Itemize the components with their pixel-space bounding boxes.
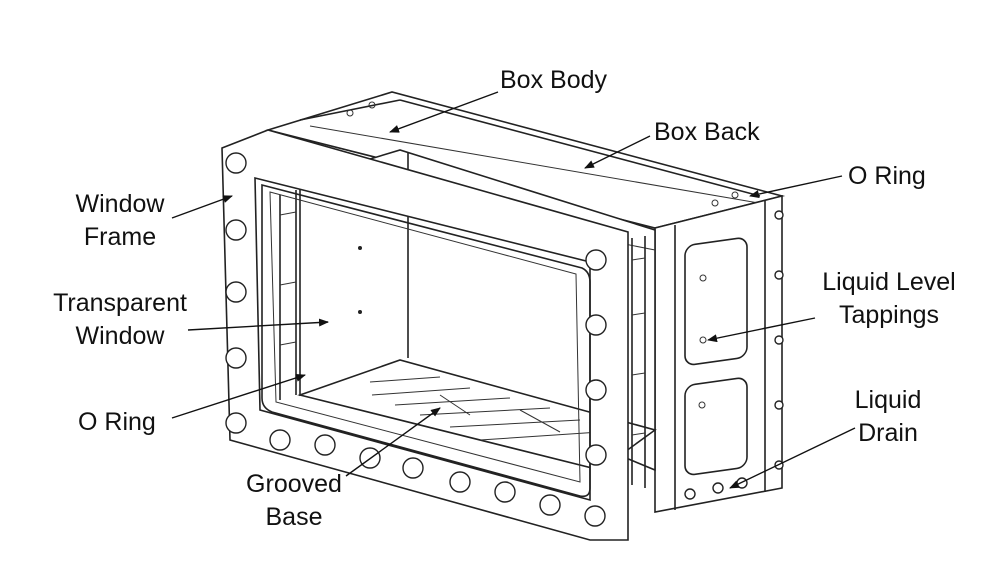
label-text-line2: Drain [858,419,918,447]
leader-o-ring-left [171,373,306,419]
label-box-back: Box Back [654,116,760,149]
label-text-line2: Base [265,503,323,531]
leader-grooved-base [345,407,441,477]
leader-window-frame [171,195,233,219]
label-text-line1: Transparent [53,289,187,317]
label-text-line2: Window [75,322,165,350]
leader-box-back [584,135,651,169]
leader-lines [171,91,856,489]
inner-ribs [279,190,646,488]
leader-liquid-drain [729,427,856,489]
window-frame [221,129,629,541]
label-text-line2: Frame [83,223,157,251]
label-box-body: Box Body [500,64,607,97]
leader-box-body [389,91,499,133]
label-window-frame: Window Frame [70,188,170,254]
label-text-line1: Window [75,190,165,218]
label-text-line2: Tappings [838,301,940,329]
label-text-line1: Grooved [246,470,342,498]
leader-transparent-window [187,318,329,331]
label-text: O Ring [78,408,156,436]
label-text: O Ring [848,162,926,190]
label-o-ring-right: O Ring [848,160,926,193]
leader-o-ring-right [749,175,843,198]
label-liquid-drain: Liquid Drain [842,384,934,450]
leader-liquid-level [707,317,816,343]
label-o-ring-left: O Ring [78,406,156,439]
label-liquid-level-tappings: Liquid Level Tappings [808,266,970,332]
box-back-panel [654,194,784,513]
label-text: Box Body [500,66,608,94]
label-text-line1: Liquid Level [822,268,956,296]
label-text-line1: Liquid [854,386,922,414]
label-text: Box Back [654,118,760,146]
label-grooved-base: Grooved Base [234,468,354,534]
label-transparent-window: Transparent Window [40,287,200,353]
